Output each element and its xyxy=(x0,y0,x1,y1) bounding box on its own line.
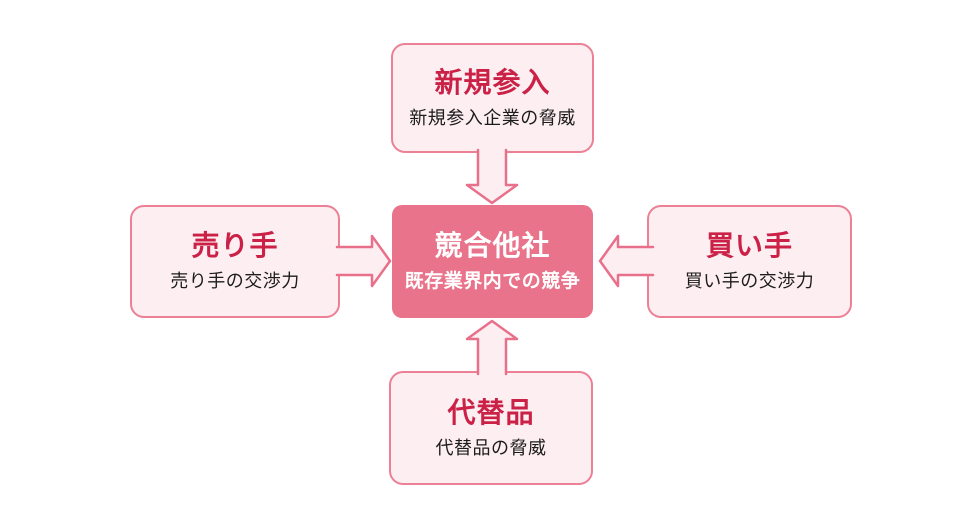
arrow-up-icon xyxy=(465,319,519,376)
box-new-entrants-subtitle: 新規参入企業の脅威 xyxy=(409,107,576,128)
box-competitors-title: 競合他社 xyxy=(434,229,551,261)
box-buyers: 買い手 買い手の交渉力 xyxy=(647,205,852,318)
box-buyers-subtitle: 買い手の交渉力 xyxy=(684,271,815,292)
box-competitors-subtitle: 既存業界内での競争 xyxy=(404,270,581,292)
arrow-left-icon xyxy=(598,234,655,288)
box-sellers-subtitle: 売り手の交渉力 xyxy=(170,271,300,292)
connector-buyers-to-competitors xyxy=(597,233,655,289)
box-new-entrants-title: 新規参入 xyxy=(434,66,551,98)
connector-new-entrants-to-competitors xyxy=(464,148,520,206)
connector-sellers-to-competitors xyxy=(335,233,393,289)
box-sellers-title: 売り手 xyxy=(191,230,279,262)
box-substitutes-title: 代替品 xyxy=(447,396,535,428)
arrow-right-icon xyxy=(335,234,392,288)
box-substitutes: 代替品 代替品の脅威 xyxy=(389,371,593,485)
box-competitors: 競合他社 既存業界内での競争 xyxy=(392,205,593,318)
arrow-down-icon xyxy=(465,148,519,205)
box-new-entrants: 新規参入 新規参入企業の脅威 xyxy=(391,43,594,153)
box-buyers-title: 買い手 xyxy=(705,230,793,262)
box-substitutes-subtitle: 代替品の脅威 xyxy=(435,437,547,458)
box-sellers: 売り手 売り手の交渉力 xyxy=(130,205,340,318)
connector-substitutes-to-competitors xyxy=(464,319,520,377)
